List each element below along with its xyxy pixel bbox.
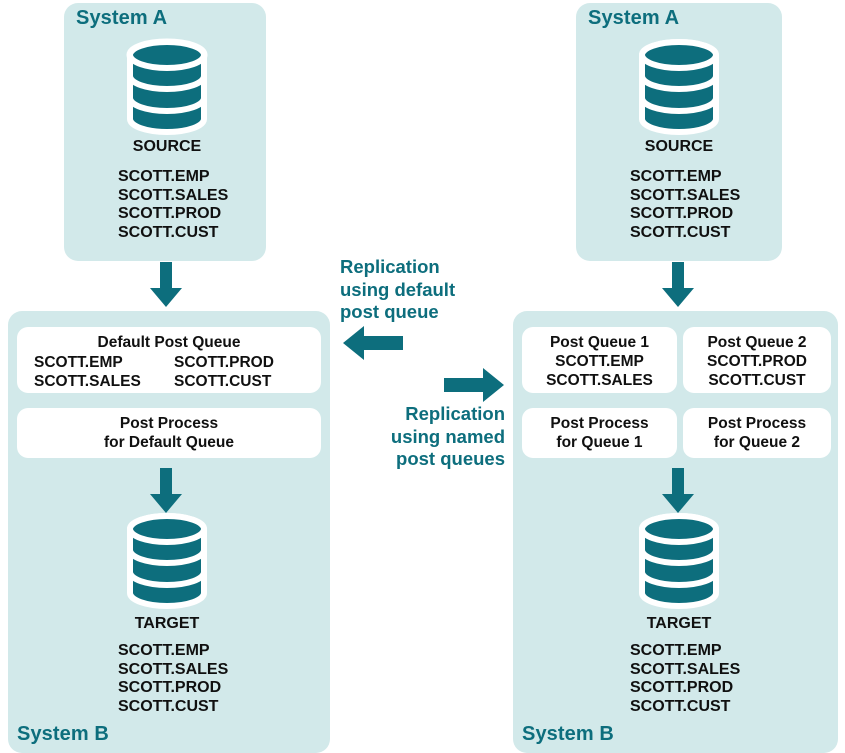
left-source-caption: SOURCE <box>132 138 202 155</box>
left-target-database-icon <box>125 512 209 610</box>
table-item: SCOTT.PROD <box>707 353 807 370</box>
table-item: SCOTT.SALES <box>630 660 741 678</box>
table-item: SCOTT.PROD <box>118 679 222 697</box>
process-box-line1: Post Process <box>119 415 219 432</box>
table-item: SCOTT.EMP <box>118 168 210 185</box>
process-box-line1: Post Process <box>707 415 807 432</box>
right-post-process-1-box: Post Process for Queue 1 <box>522 408 677 458</box>
left-arrow-queue-to-target <box>149 468 183 514</box>
table-item: SCOTT.PROD <box>174 354 274 371</box>
right-target-caption: TARGET <box>646 615 712 632</box>
right-arrow-source-to-queue <box>661 262 695 308</box>
right-source-table-list: SCOTT.EMP SCOTT.SALES SCOTT.PROD SCOTT.C… <box>630 168 740 242</box>
default-replication-arrow-left <box>342 325 404 361</box>
right-post-queue-1-box: Post Queue 1 SCOTT.EMP SCOTT.SALES <box>522 327 677 393</box>
right-arrow-queue-to-target <box>661 468 695 514</box>
right-post-process-2-box: Post Process for Queue 2 <box>683 408 831 458</box>
named-replication-label: Replication using named post queues <box>390 403 505 469</box>
table-item: SCOTT.SALES <box>546 372 653 389</box>
right-target-database-icon <box>637 512 721 610</box>
table-item: SCOTT.SALES <box>34 373 141 390</box>
default-replication-label: Replication using default post queue <box>340 256 456 322</box>
table-item: SCOTT.SALES <box>630 186 741 204</box>
left-target-table-list: SCOTT.EMP SCOTT.SALES SCOTT.PROD SCOTT.C… <box>118 642 228 716</box>
table-item: SCOTT.CUST <box>174 373 272 390</box>
right-system-a-label: System A <box>588 7 680 29</box>
table-item: SCOTT.EMP <box>34 354 123 371</box>
table-item: SCOTT.SALES <box>118 186 229 204</box>
right-system-b-label: System B <box>522 723 614 745</box>
process-box-line2: for Default Queue <box>103 434 235 451</box>
table-item: SCOTT.CUST <box>630 697 731 715</box>
table-item: SCOTT.PROD <box>630 205 734 223</box>
table-item: SCOTT.EMP <box>118 642 210 659</box>
right-target-table-list: SCOTT.EMP SCOTT.SALES SCOTT.PROD SCOTT.C… <box>630 642 740 716</box>
process-box-line2: for Queue 2 <box>713 434 801 451</box>
named-replication-arrow-right <box>443 367 505 403</box>
left-system-a-label: System A <box>76 7 168 29</box>
right-post-queue-2-box: Post Queue 2 SCOTT.PROD SCOTT.CUST <box>683 327 831 393</box>
left-default-post-queue-box: Default Post Queue SCOTT.EMP SCOTT.SALES… <box>17 327 321 393</box>
table-item: SCOTT.EMP <box>555 353 644 370</box>
table-item: SCOTT.PROD <box>118 205 222 223</box>
table-item: SCOTT.PROD <box>630 679 734 697</box>
table-item: SCOTT.EMP <box>630 168 722 185</box>
queue-box-title: Post Queue 1 <box>549 334 650 351</box>
queue-box-title: Default Post Queue <box>97 334 241 351</box>
left-arrow-source-to-queue <box>149 262 183 308</box>
table-item: SCOTT.CUST <box>630 223 731 241</box>
left-system-b-label: System B <box>17 723 109 745</box>
table-item: SCOTT.CUST <box>118 697 219 715</box>
left-source-table-list: SCOTT.EMP SCOTT.SALES SCOTT.PROD SCOTT.C… <box>118 168 228 242</box>
left-target-caption: TARGET <box>134 615 200 632</box>
table-item: SCOTT.EMP <box>630 642 722 659</box>
queue-box-title: Post Queue 2 <box>707 334 807 351</box>
right-source-database-icon <box>637 38 721 136</box>
right-source-caption: SOURCE <box>644 138 714 155</box>
process-box-line1: Post Process <box>550 415 649 432</box>
process-box-line2: for Queue 1 <box>556 434 643 451</box>
table-item: SCOTT.CUST <box>118 223 219 241</box>
table-item: SCOTT.SALES <box>118 660 229 678</box>
table-item: SCOTT.CUST <box>708 372 806 389</box>
left-post-process-box: Post Process for Default Queue <box>17 408 321 458</box>
left-source-database-icon <box>125 38 209 136</box>
